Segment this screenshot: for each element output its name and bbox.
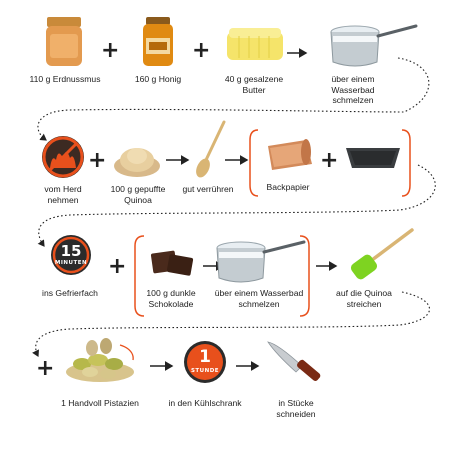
label-butter: 40 g gesalzene Butter — [224, 74, 284, 95]
bracket-right-r2 — [401, 129, 411, 197]
label-honey: 160 g Honig — [134, 74, 182, 84]
timer-15-number: 15 — [60, 242, 82, 260]
timer-1-unit: STUNDE — [190, 368, 220, 374]
label-cut: in Stücke schneiden — [276, 398, 316, 419]
plus-sign: + — [320, 148, 339, 173]
water-bath-pot-image — [330, 24, 418, 67]
orange-curve-pistachio — [119, 344, 134, 361]
butter-block-image — [227, 28, 283, 60]
timer-dial-icon — [51, 235, 91, 275]
label-quinoa: 100 g gepuffte Quinoa — [110, 184, 166, 205]
dotted-connector-1 — [37, 57, 430, 141]
knife-image — [267, 341, 321, 381]
label-fridge: in den Kühlschrank — [168, 398, 242, 408]
baking-paper-image — [268, 139, 312, 170]
plus-sign: + — [36, 356, 55, 381]
no-heat-icon — [42, 136, 84, 178]
pistachios-image — [66, 338, 134, 382]
dark-chocolate-image — [150, 250, 194, 276]
water-bath-pot-image — [216, 240, 306, 283]
plus-sign: + — [108, 254, 127, 279]
label-spread: auf die Quinoa streichen — [336, 288, 392, 309]
label-peanut-butter: 110 g Erdnussmus — [29, 74, 101, 84]
timer-1-icon: 1 STUNDE — [183, 340, 227, 384]
label-baking-paper: Backpapier — [266, 182, 310, 192]
plus-sign: + — [101, 38, 120, 63]
dotted-connector-2 — [37, 164, 436, 247]
puffed-quinoa-image — [114, 148, 160, 177]
plus-sign: + — [88, 148, 107, 173]
label-melt-1: über einem Wasserbad schmelzen — [331, 74, 375, 105]
label-remove-heat: vom Herd nehmen — [44, 184, 82, 205]
peanut-butter-jar-image — [46, 17, 82, 66]
label-freezer: ins Gefrierfach — [42, 288, 98, 298]
honey-jar-image — [143, 17, 173, 66]
timer-15-unit: MINUTEN — [54, 260, 88, 266]
baking-tray-image — [346, 148, 400, 168]
wooden-spoon-image — [196, 120, 226, 178]
timer-1-number: 1 — [199, 347, 211, 367]
timer-15-icon: 15 MINUTEN — [50, 234, 92, 276]
bracket-left-r3 — [134, 235, 145, 317]
bracket-right-r3 — [299, 235, 310, 317]
spatula-image — [350, 228, 414, 280]
dotted-connector-3 — [32, 291, 431, 357]
bracket-left-r2 — [249, 129, 259, 197]
label-pistachios: 1 Handvoll Pistazien — [61, 398, 139, 408]
label-stir: gut verrühren — [182, 184, 234, 194]
label-chocolate: 100 g dunkle Schokolade — [146, 288, 196, 309]
timer-dial-icon — [184, 341, 226, 383]
plus-sign: + — [192, 38, 211, 63]
label-melt-2: über einem Wasserbad schmelzen — [214, 288, 304, 309]
